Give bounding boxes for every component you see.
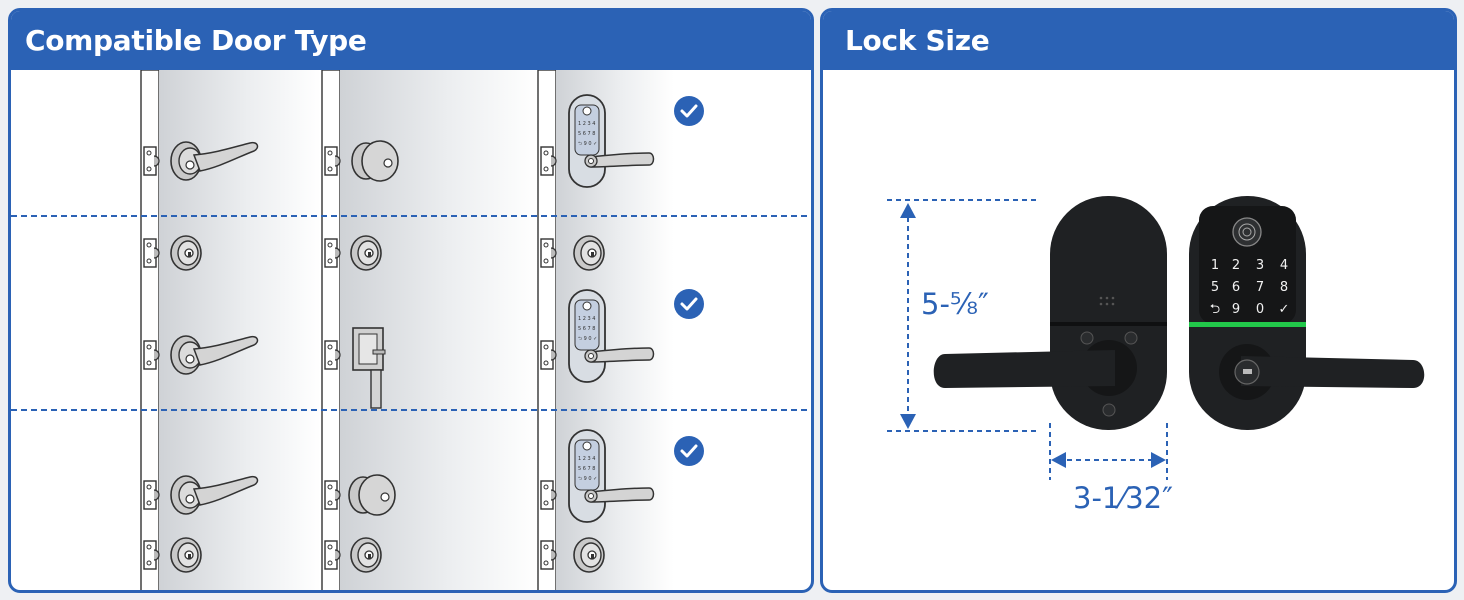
status-indicator-strip <box>1189 322 1306 327</box>
arrow-down-icon <box>900 414 916 429</box>
svg-text:5: 5 <box>1211 280 1219 295</box>
height-dimension-label: 5-⅝″ <box>921 287 989 321</box>
knob <box>348 474 396 516</box>
check-circle-icon <box>672 94 706 128</box>
svg-text:✓: ✓ <box>1279 302 1290 317</box>
panel-title-compatible-door-type: Compatible Door Type <box>11 11 811 70</box>
lock-interior-unit <box>933 196 1167 430</box>
arrow-up-icon <box>900 203 916 218</box>
arrow-left-icon <box>1051 452 1066 468</box>
svg-text:2: 2 <box>1232 258 1240 273</box>
lock-size-panel: Lock Size <box>820 8 1457 593</box>
svg-text:8: 8 <box>1280 280 1288 295</box>
deadbolt <box>350 235 382 271</box>
svg-text:⮌: ⮌ <box>1210 302 1220 317</box>
deadbolt <box>573 537 605 573</box>
panel-title-lock-size: Lock Size <box>823 11 1454 70</box>
svg-text:6: 6 <box>1232 280 1240 295</box>
svg-text:3: 3 <box>1256 258 1264 273</box>
compatible-door-type-panel: Compatible Door Type <box>8 8 814 593</box>
svg-text:0: 0 <box>1256 302 1264 317</box>
interior-lever-handle <box>933 350 1115 388</box>
door-type-illustration: 1 2 3 4 5 6 7 8 ⮌ 9 0 ✓ <box>11 70 811 590</box>
deadbolt <box>573 235 605 271</box>
deadbolt <box>170 537 202 573</box>
svg-text:7: 7 <box>1256 280 1264 295</box>
check-circle-icon <box>672 287 706 321</box>
knob <box>351 140 399 182</box>
fingerprint-sensor-icon <box>1232 217 1262 247</box>
door-column-3 <box>537 70 674 590</box>
check-circle-icon <box>672 434 706 468</box>
deadbolt <box>170 235 202 271</box>
deadbolt <box>350 537 382 573</box>
arrow-right-icon <box>1151 452 1166 468</box>
width-dimension-label: 3-1⁄32″ <box>1073 481 1173 515</box>
svg-text:1: 1 <box>1211 258 1219 273</box>
svg-text:9: 9 <box>1232 302 1240 317</box>
svg-text:4: 4 <box>1280 258 1288 273</box>
exterior-lever-handle <box>1241 356 1425 388</box>
